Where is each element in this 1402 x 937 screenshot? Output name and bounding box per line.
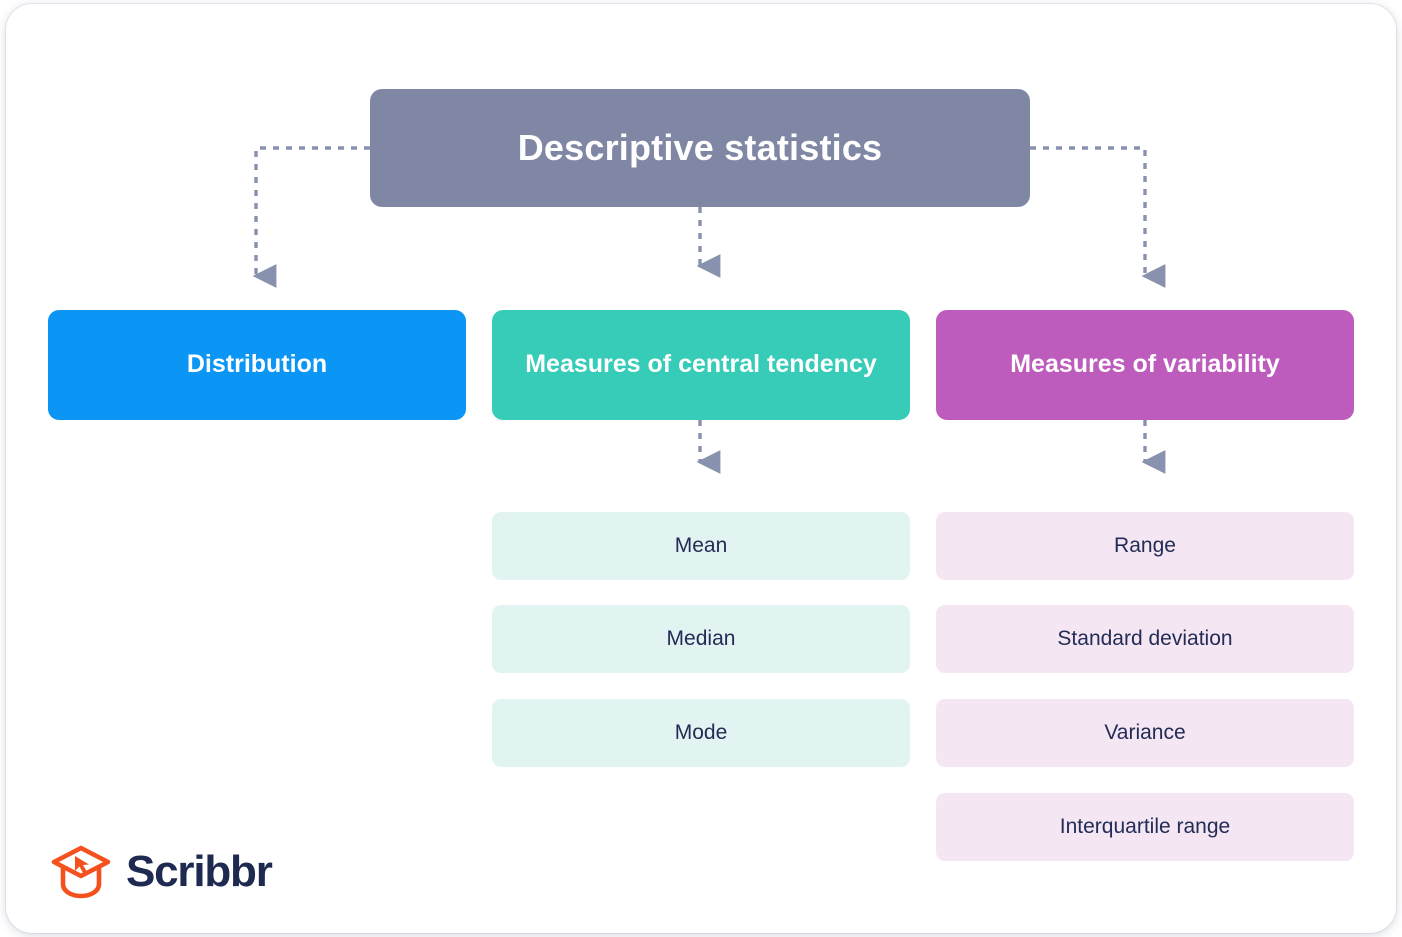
leaf-mean[interactable]: Mean (492, 512, 910, 580)
node-measures-of-variability[interactable]: Measures of variability (936, 310, 1354, 420)
scribbr-wordmark: Scribbr (126, 847, 273, 896)
node-descriptive-statistics[interactable]: Descriptive statistics (370, 89, 1030, 207)
diagram-card: Descriptive statistics Distribution Meas… (6, 4, 1396, 933)
connector-root-to-distribution (252, 146, 370, 288)
leaf-variance[interactable]: Variance (936, 699, 1354, 767)
scribbr-logo[interactable]: Scribbr (50, 840, 273, 904)
diagram-stage: Descriptive statistics Distribution Meas… (6, 4, 1396, 933)
leaf-standard-deviation[interactable]: Standard deviation (936, 605, 1354, 673)
leaf-interquartile-range[interactable]: Interquartile range (936, 793, 1354, 861)
node-measures-of-central-tendency[interactable]: Measures of central tendency (492, 310, 910, 420)
graduation-cap-cursor-icon (51, 845, 111, 899)
leaf-median[interactable]: Median (492, 605, 910, 673)
node-distribution[interactable]: Distribution (48, 310, 466, 420)
leaf-range[interactable]: Range (936, 512, 1354, 580)
connector-root-to-variability (1030, 146, 1166, 288)
leaf-mode[interactable]: Mode (492, 699, 910, 767)
